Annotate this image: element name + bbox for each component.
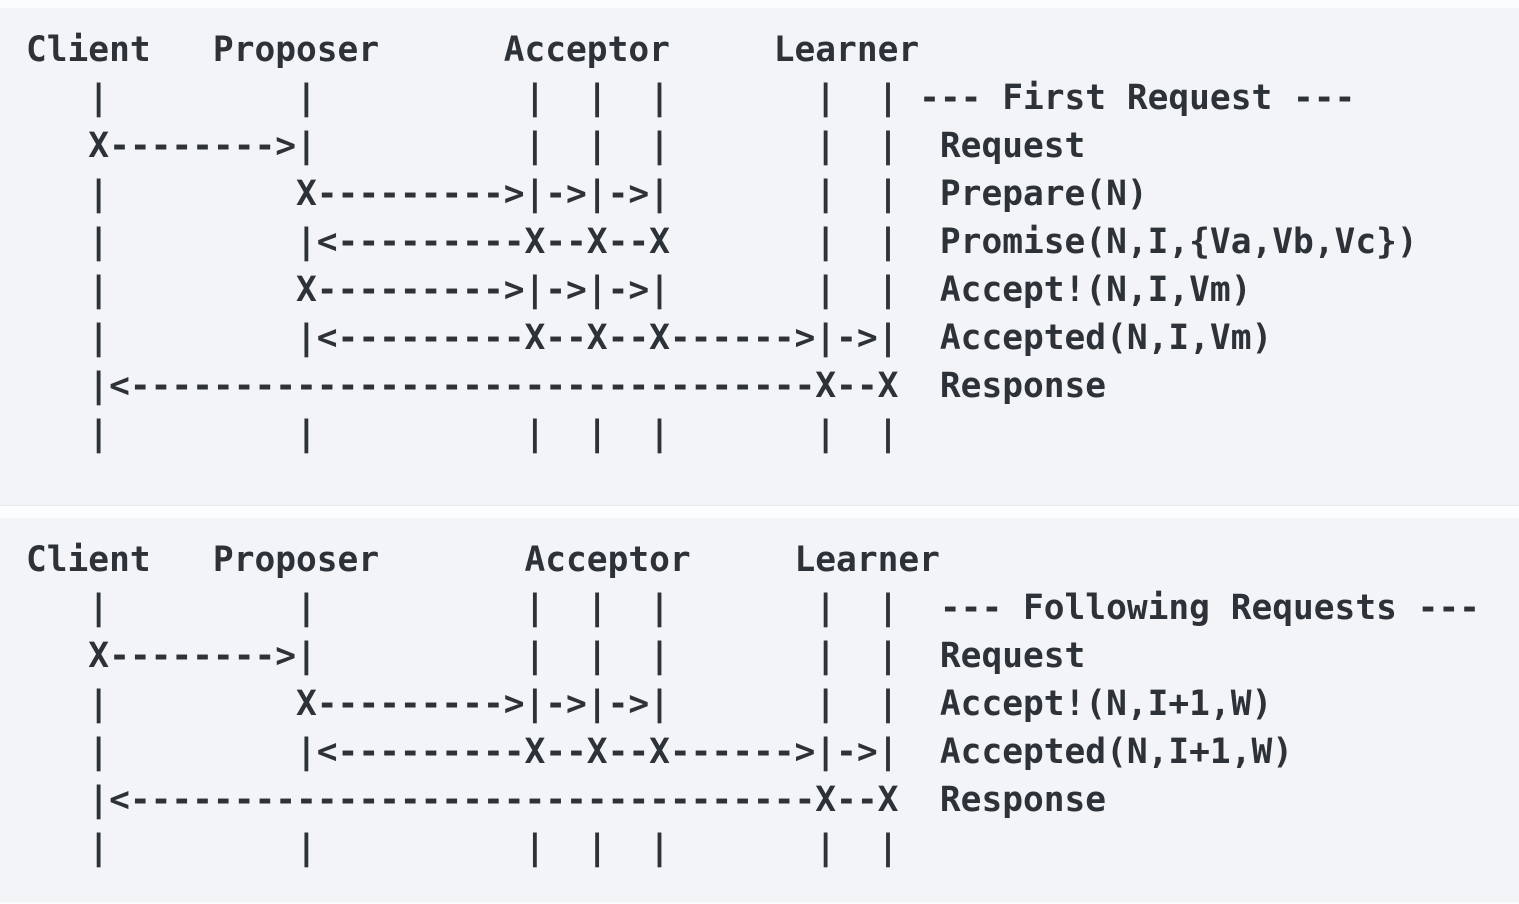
following-requests-diagram-block: Client Proposer Acceptor Learner | | | |… [0,518,1519,902]
first-request-diagram-block: Client Proposer Acceptor Learner | | | |… [0,8,1519,505]
following-requests-ascii-diagram: Client Proposer Acceptor Learner | | | |… [26,540,1480,868]
diagram-separator [0,505,1519,518]
first-request-ascii-diagram: Client Proposer Acceptor Learner | | | |… [26,30,1418,454]
